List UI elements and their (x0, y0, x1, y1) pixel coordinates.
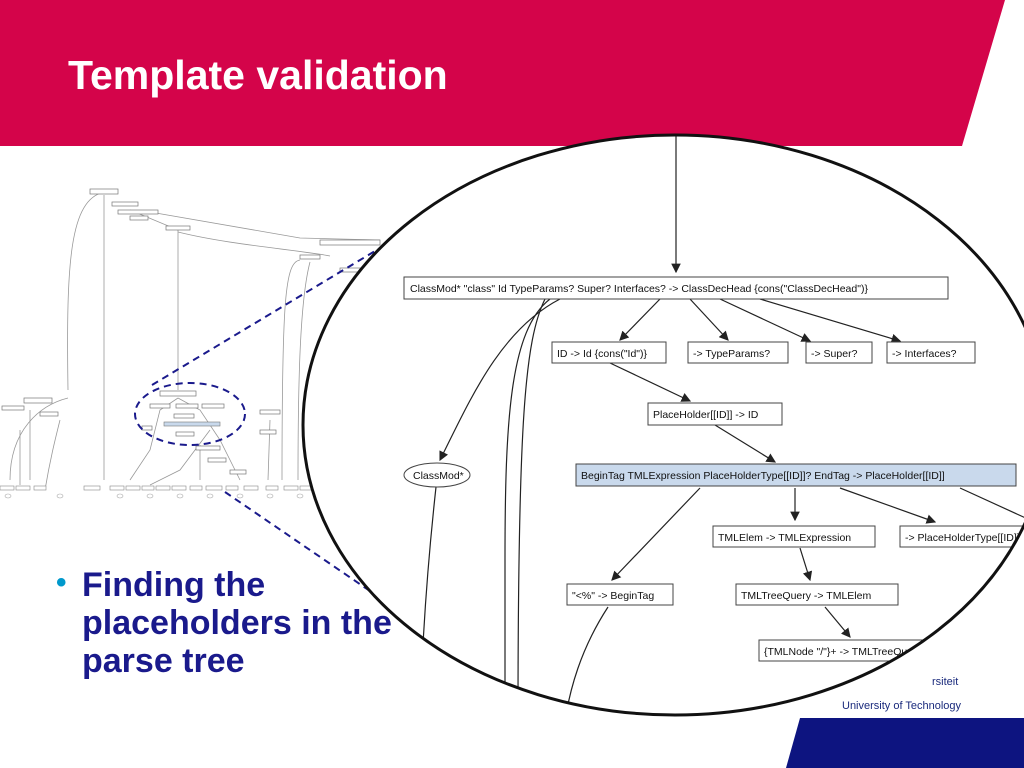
tree-node (687, 341, 789, 364)
tree-node (712, 525, 876, 548)
node-label: -> Super? (811, 348, 858, 360)
bullet-dot-icon: • (56, 566, 67, 599)
tree-node (403, 462, 471, 488)
node-label: "<%" -> BeginTag (572, 590, 654, 602)
tree-node (551, 341, 667, 364)
logo-text: rsiteit (932, 676, 959, 688)
node-label: -> Interfaces? (892, 348, 957, 360)
node-label: PlaceHolder[[ID]] -> ID (653, 409, 759, 421)
node-label: TMLElem -> TMLExpression (718, 532, 851, 544)
logo-text: University of Technology (842, 700, 962, 712)
tree-node (805, 341, 873, 364)
slide-title: Template validation (68, 52, 448, 98)
bullet-text: Finding the placeholders in the parse tr… (82, 566, 392, 680)
tree-node (647, 402, 783, 426)
node-label: ID -> Id {cons("Id")} (557, 348, 648, 360)
node-label: TMLTreeQuery -> TMLElem (741, 590, 871, 602)
tree-node (735, 583, 899, 606)
node-label: ClassMod* (413, 470, 464, 482)
tree-node (566, 583, 674, 606)
node-label: ClassMod* "class" Id TypeParams? Super? … (410, 283, 868, 295)
node-label: {TMLNode "/"}+ -> TMLTreeQuery (764, 646, 923, 658)
node-label: BeginTag TMLExpression PlaceHolderType[[… (581, 470, 945, 482)
header-band (0, 0, 1005, 146)
tree-node (575, 463, 1017, 487)
tree-node (886, 341, 976, 364)
tree-node (899, 525, 1024, 548)
tree-node (403, 276, 949, 300)
node-label: -> PlaceHolderType[[ID]]? (905, 532, 1024, 544)
node-label: -> TypeParams? (693, 348, 770, 360)
